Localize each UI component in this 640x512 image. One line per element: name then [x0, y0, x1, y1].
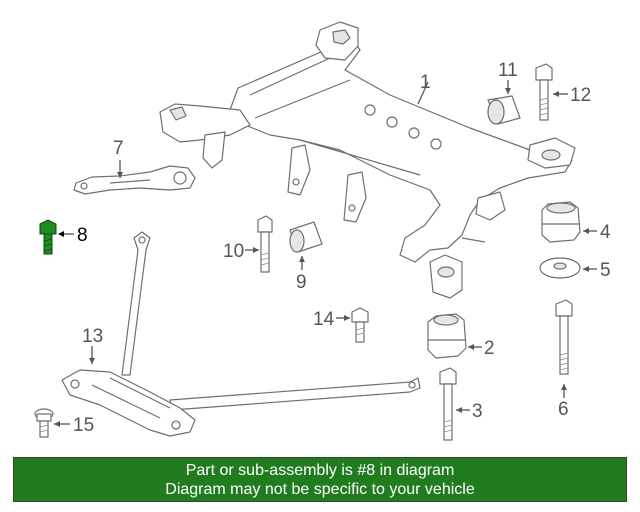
- callout-14: 14: [313, 309, 335, 330]
- banner-line-2: Diagram may not be specific to your vehi…: [165, 481, 475, 498]
- bolt-part-10[interactable]: [257, 215, 273, 273]
- cushion-part-4[interactable]: [541, 201, 581, 243]
- bolt-part-12[interactable]: [535, 63, 553, 121]
- bolt-part-8-highlighted[interactable]: [39, 219, 57, 255]
- callout-1: 1: [420, 72, 431, 93]
- callout-15: 15: [73, 415, 94, 436]
- info-banner: Part or sub-assembly is #8 in diagram Di…: [13, 457, 627, 502]
- parts-diagram: 1 7 11 12 4 5 6: [34, 21, 611, 441]
- bracket-part-7[interactable]: [73, 165, 196, 195]
- bolt-part-6[interactable]: [555, 299, 573, 375]
- bolt-part-3[interactable]: [439, 367, 457, 441]
- bushing-part-11[interactable]: [487, 95, 521, 125]
- callout-3: 3: [472, 401, 483, 422]
- bolt-part-15[interactable]: [34, 408, 54, 438]
- bolt-part-14[interactable]: [351, 307, 369, 343]
- callout-5: 5: [600, 260, 611, 281]
- callout-4: 4: [600, 222, 611, 243]
- callout-10: 10: [223, 241, 244, 262]
- cushion-part-2[interactable]: [427, 313, 467, 359]
- bushing-part-9[interactable]: [289, 221, 323, 253]
- callout-2: 2: [484, 338, 495, 359]
- callout-12: 12: [570, 85, 591, 106]
- banner-line-1: Part or sub-assembly is #8 in diagram: [185, 462, 455, 479]
- callout-6: 6: [558, 399, 569, 420]
- callout-7: 7: [113, 138, 124, 159]
- subframe-part-1[interactable]: [159, 21, 576, 299]
- callout-8: 8: [77, 225, 88, 246]
- callout-11: 11: [498, 60, 518, 81]
- washer-part-5[interactable]: [539, 257, 581, 279]
- callout-9: 9: [296, 272, 307, 293]
- callout-13: 13: [82, 326, 103, 347]
- brace-part-13[interactable]: [61, 231, 421, 437]
